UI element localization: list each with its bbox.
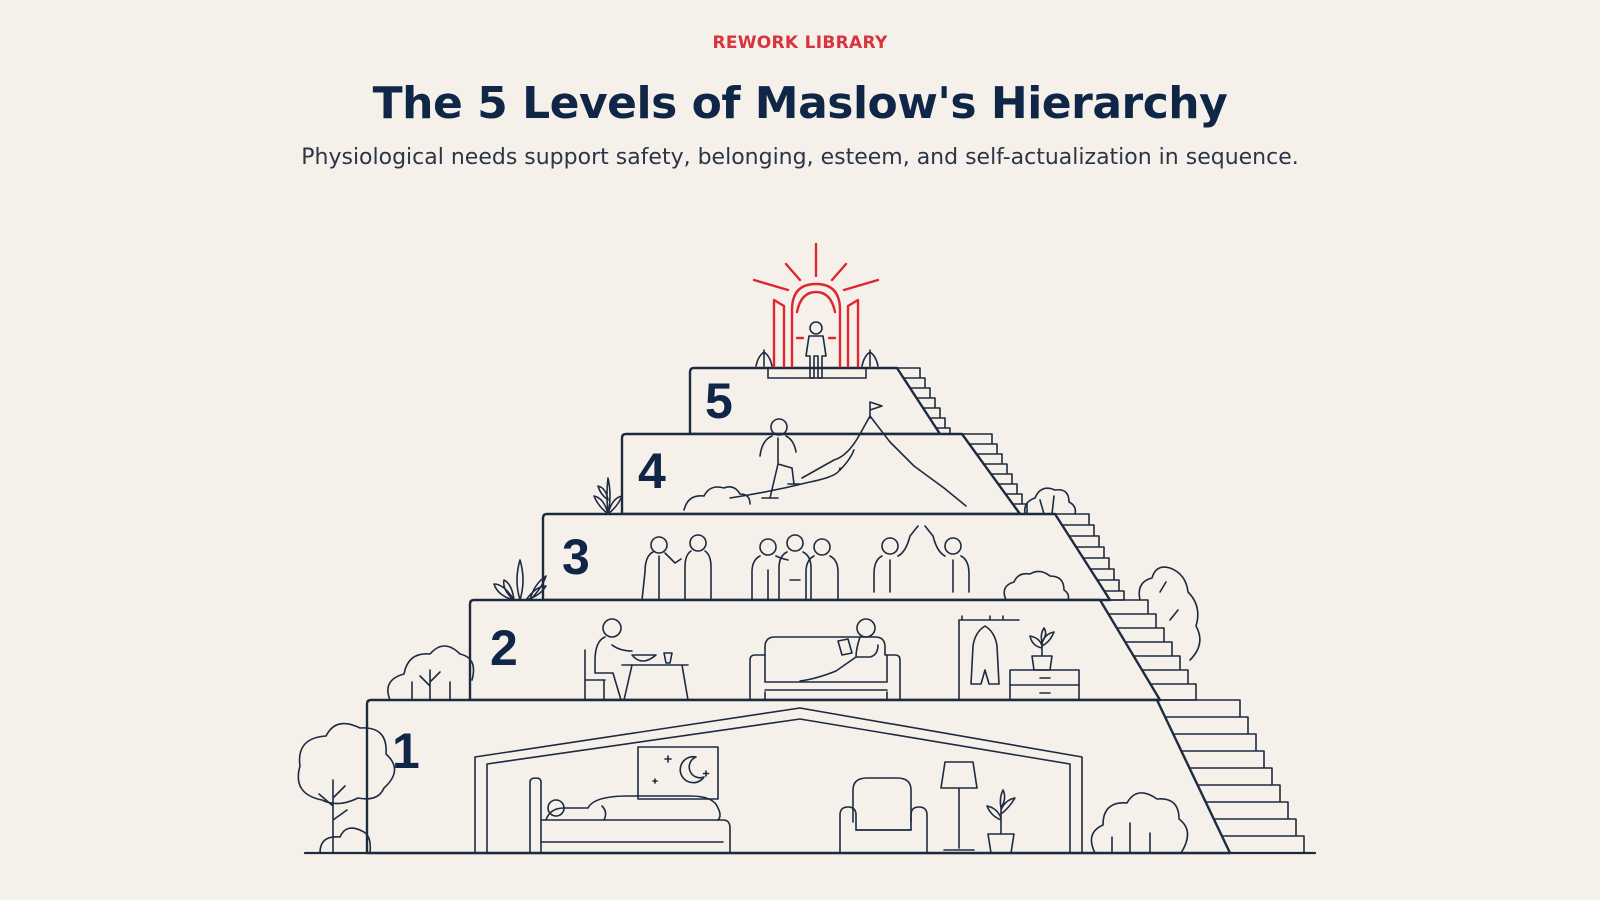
level-2-tier: 2 [468,598,1162,702]
standing-person-icon [805,321,827,379]
sunburst-rays-icon [752,242,880,292]
summit-grass-icon [755,349,879,367]
person-eating-table-icon [584,618,689,701]
level-1-tier: 1 [365,698,1232,855]
bush-right-3-icon [1003,487,1077,601]
plant-pot-icon [986,789,1016,854]
open-door-icon [772,282,860,370]
bush-right-2-icon [1138,566,1201,661]
level-5-number: 5 [705,373,733,429]
level-2-number: 2 [490,620,518,676]
grass-level-4-icon [593,477,623,515]
page-subtitle: Physiological needs support safety, belo… [301,145,1299,170]
side-table-plant-icon [1009,627,1080,701]
level-3-number: 3 [562,529,590,585]
eyebrow-label: REWORK LIBRARY [712,33,888,53]
moon-picture-icon [637,746,719,800]
level-4-tier: 4 [620,432,1022,516]
armchair-icon [839,777,928,854]
grass-level-3-icon [493,559,547,601]
sleeping-person-bed-icon [529,777,731,854]
people-talking-icon [641,534,712,601]
level-4-number: 4 [638,443,666,499]
page-title: The 5 Levels of Maslow's Hierarchy [372,78,1228,129]
tree-left-icon [297,722,396,854]
summit-ledge [767,367,867,379]
bush-level-2-left-icon [387,645,475,701]
climber-person-icon [759,418,801,499]
house-icon [474,707,1083,854]
bush-right-1-icon [1090,792,1189,854]
stairs [894,367,1305,854]
group-of-friends-icon [751,534,839,601]
level-1-number: 1 [392,723,420,779]
mountain-flag-icon [683,401,967,511]
level-3-tier: 3 [541,512,1112,602]
high-five-icon [873,525,970,593]
floor-lamp-icon [940,761,978,851]
person-reading-sofa-icon [749,618,901,701]
wardrobe-icon [958,615,1020,701]
